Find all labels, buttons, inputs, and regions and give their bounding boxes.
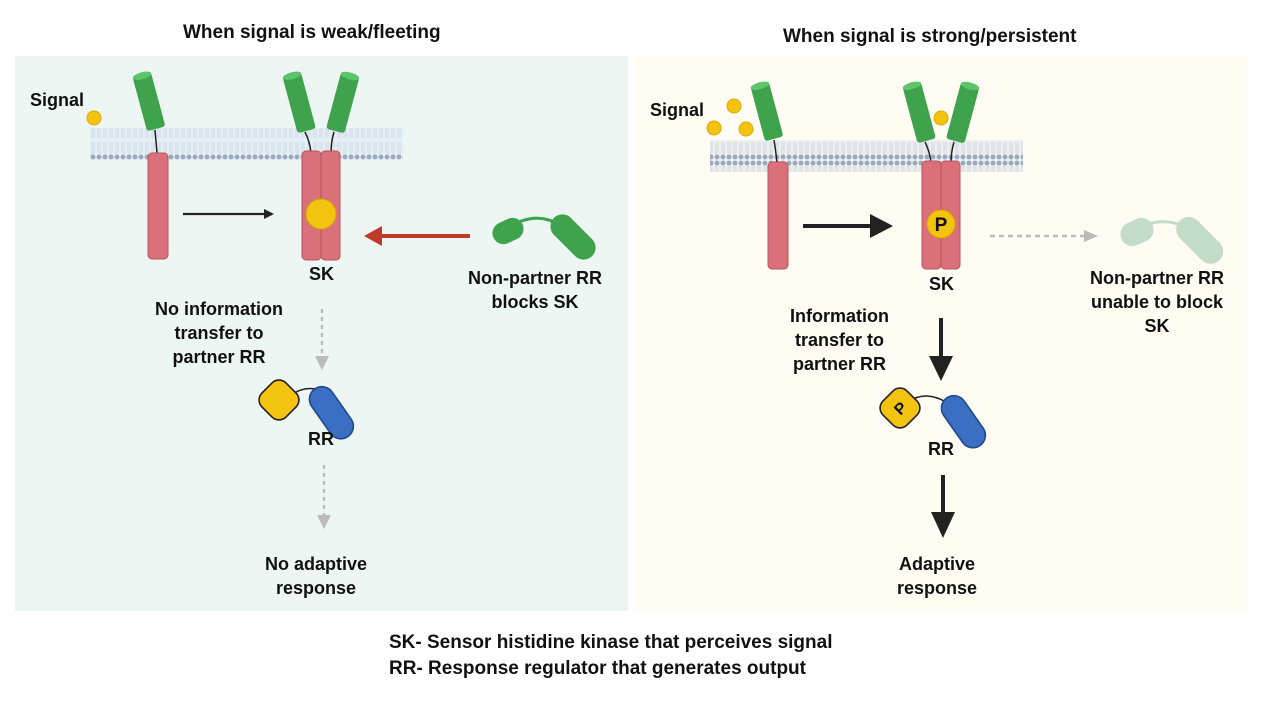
signal-label-left: Signal <box>30 90 85 110</box>
sk-dimer <box>282 71 360 261</box>
right-membrane <box>710 140 1023 172</box>
faded-non-partner-rr <box>1120 216 1224 264</box>
non-partner-label-line: unable to block <box>1090 292 1223 312</box>
legend-rr: RR- Response regulator that generates ou… <box>389 658 806 679</box>
sk-label-left: SK <box>309 264 335 284</box>
non-partner-label-left: Non-partner RR blocks SK <box>468 266 602 314</box>
transfer-label-left: No information transfer to partner RR <box>155 297 283 369</box>
dimerization-arrow-strong <box>803 214 893 238</box>
partner-rr <box>258 379 355 440</box>
transfer-label-line: Information <box>790 306 889 326</box>
left-membrane <box>90 128 403 160</box>
transfer-label-right: Information transfer to partner RR <box>790 304 889 376</box>
transfer-label-line: partner RR <box>792 354 886 374</box>
transfer-label-line: No information <box>155 299 283 319</box>
rr-label-left: RR <box>308 429 334 449</box>
right-panel-title: When signal is strong/persistent <box>783 26 1077 47</box>
response-label-line: No adaptive <box>265 554 368 574</box>
sk-dimer-strong: P <box>902 81 980 270</box>
sk-monomer-strong <box>750 81 789 270</box>
non-partner-label-line: Non-partner RR <box>1090 268 1224 288</box>
legend: SK- Sensor histidine kinase that perceiv… <box>389 630 833 682</box>
failed-block-arrow <box>990 230 1098 242</box>
response-label-line: Adaptive <box>899 554 976 574</box>
non-partner-label-line: blocks SK <box>491 292 579 312</box>
sk-monomer <box>132 71 169 260</box>
legend-sk: SK- Sensor histidine kinase that perceiv… <box>389 632 833 653</box>
non-partner-label-right: Non-partner RR unable to block SK <box>1090 266 1224 338</box>
signal-label-right: Signal <box>650 100 705 120</box>
transfer-label-line: transfer to <box>794 330 884 350</box>
partner-rr-phosphorylated: P <box>879 387 987 449</box>
transfer-label-line: transfer to <box>174 323 264 343</box>
sk-label-right: SK <box>929 274 955 294</box>
block-arrow <box>364 226 470 246</box>
response-label-right: Adaptive response <box>897 552 977 600</box>
response-label-line: response <box>897 578 978 598</box>
response-label-line: response <box>275 578 357 598</box>
non-partner-label-line: Non-partner RR <box>468 268 602 288</box>
signal-molecules <box>706 98 754 137</box>
left-panel-title: When signal is weak/fleeting <box>183 22 441 43</box>
phospho-label: P <box>935 215 948 236</box>
signal-molecule <box>86 110 102 126</box>
transfer-arrow <box>929 318 953 381</box>
phosphorylated-site <box>926 209 956 239</box>
rr-label-right: RR <box>928 439 954 459</box>
transfer-label-line: partner RR <box>172 347 266 367</box>
response-label-left: No adaptive response <box>265 552 367 600</box>
non-partner-label-line: SK <box>1144 316 1170 336</box>
unphosphorylated-site <box>305 198 337 230</box>
response-arrow <box>931 475 955 538</box>
non-partner-rr <box>492 214 596 260</box>
